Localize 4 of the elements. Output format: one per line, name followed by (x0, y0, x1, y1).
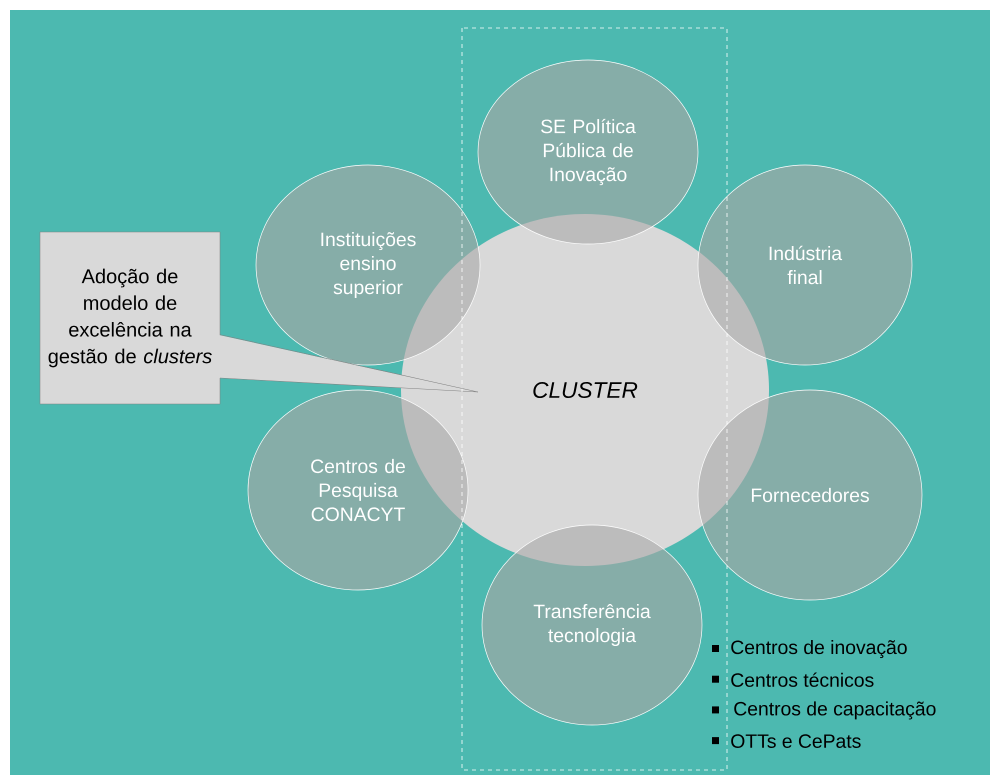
bullet-item: OTTs e CePats (712, 734, 861, 748)
bullet-item: Centros de capacitação (712, 701, 936, 720)
bullet-item: Centros de inovação (712, 640, 907, 658)
bullet-item: Centros técnicos (712, 672, 874, 687)
